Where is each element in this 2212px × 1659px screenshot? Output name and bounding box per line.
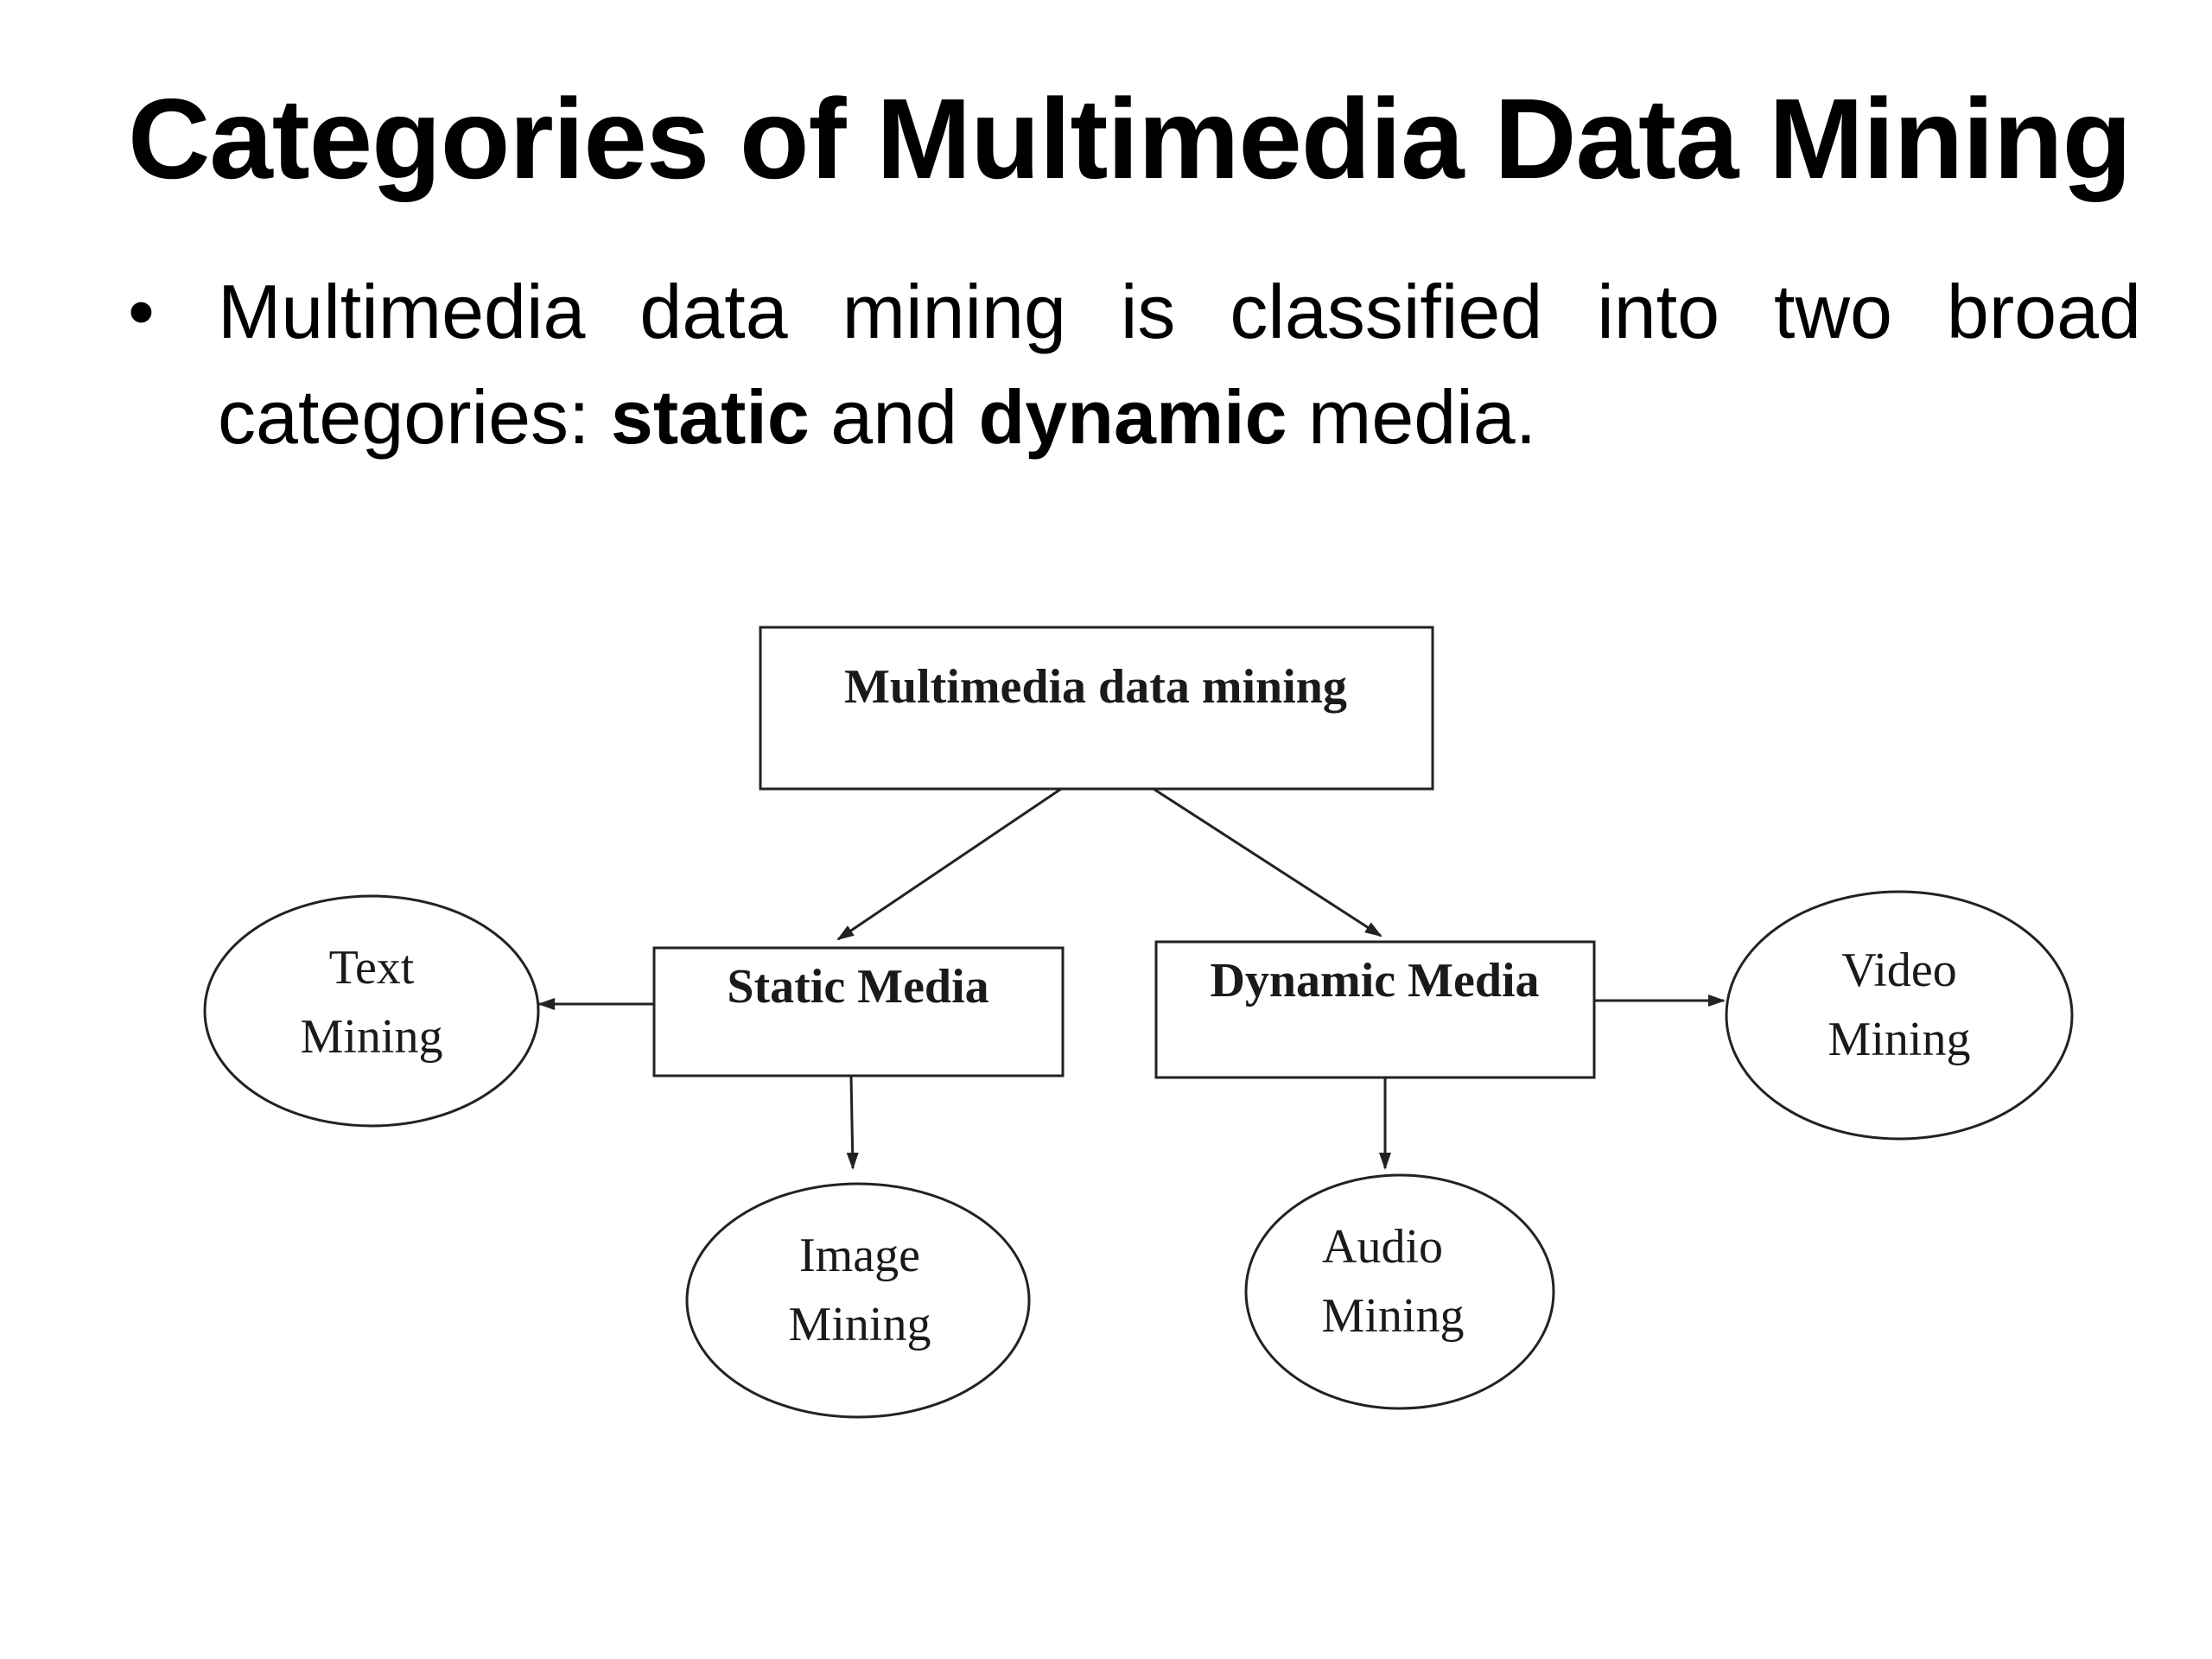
node-static-box (652, 946, 1065, 1077)
bullet-dot-icon: • (128, 269, 155, 354)
node-audio-label-line2: Mining (1322, 1289, 1465, 1343)
node-multimedia-data-mining: Multimedia data mining (759, 626, 1434, 791)
node-video-label-line2: Mining (1828, 1013, 1971, 1066)
node-video-mining: Video Mining (1725, 890, 2074, 1141)
bullet-text: Multimedia data mining is classified int… (218, 259, 2141, 470)
node-audio-label-line1: Audio (1322, 1220, 1443, 1274)
bullet-text-before: Multimedia data mining is classified int… (218, 269, 2141, 460)
node-image-label-line2: Mining (789, 1298, 931, 1351)
node-text-label-line1: Text (329, 941, 415, 995)
node-text-ellipse (203, 894, 540, 1128)
diagram-edges (537, 787, 1726, 1170)
node-root-label: Multimedia data mining (844, 660, 1347, 714)
bullet-item: • Multimedia data mining is classified i… (128, 259, 2141, 470)
edge-static-to-image (846, 1075, 859, 1170)
node-dynamic-label: Dynamic Media (1210, 954, 1539, 1007)
node-video-label-line1: Video (1841, 944, 1957, 997)
node-text-mining: Text Mining (203, 894, 540, 1128)
bullet-emphasis-dynamic: dynamic (978, 374, 1287, 460)
node-image-mining: Image Mining (685, 1182, 1031, 1419)
bullet-emphasis-static: static (610, 374, 810, 460)
slide-title: Categories of Multimedia Data Mining (128, 75, 2132, 202)
bullet-text-after: media. (1287, 374, 1537, 460)
node-video-ellipse (1725, 890, 2074, 1141)
node-dynamic-box (1154, 940, 1596, 1079)
bullet-text-middle: and (809, 374, 979, 460)
node-audio-ellipse (1244, 1173, 1555, 1410)
node-root-box (759, 626, 1434, 791)
node-static-media: Static Media (652, 946, 1065, 1077)
node-audio-mining: Audio Mining (1244, 1173, 1555, 1410)
edge-root-to-dynamic (1153, 787, 1382, 938)
edge-root-to-static (836, 787, 1062, 941)
node-static-label: Static Media (727, 960, 988, 1014)
node-text-label-line2: Mining (301, 1010, 443, 1064)
node-image-ellipse (685, 1182, 1031, 1419)
node-dynamic-media: Dynamic Media (1154, 940, 1596, 1079)
node-image-label-line1: Image (799, 1229, 920, 1282)
